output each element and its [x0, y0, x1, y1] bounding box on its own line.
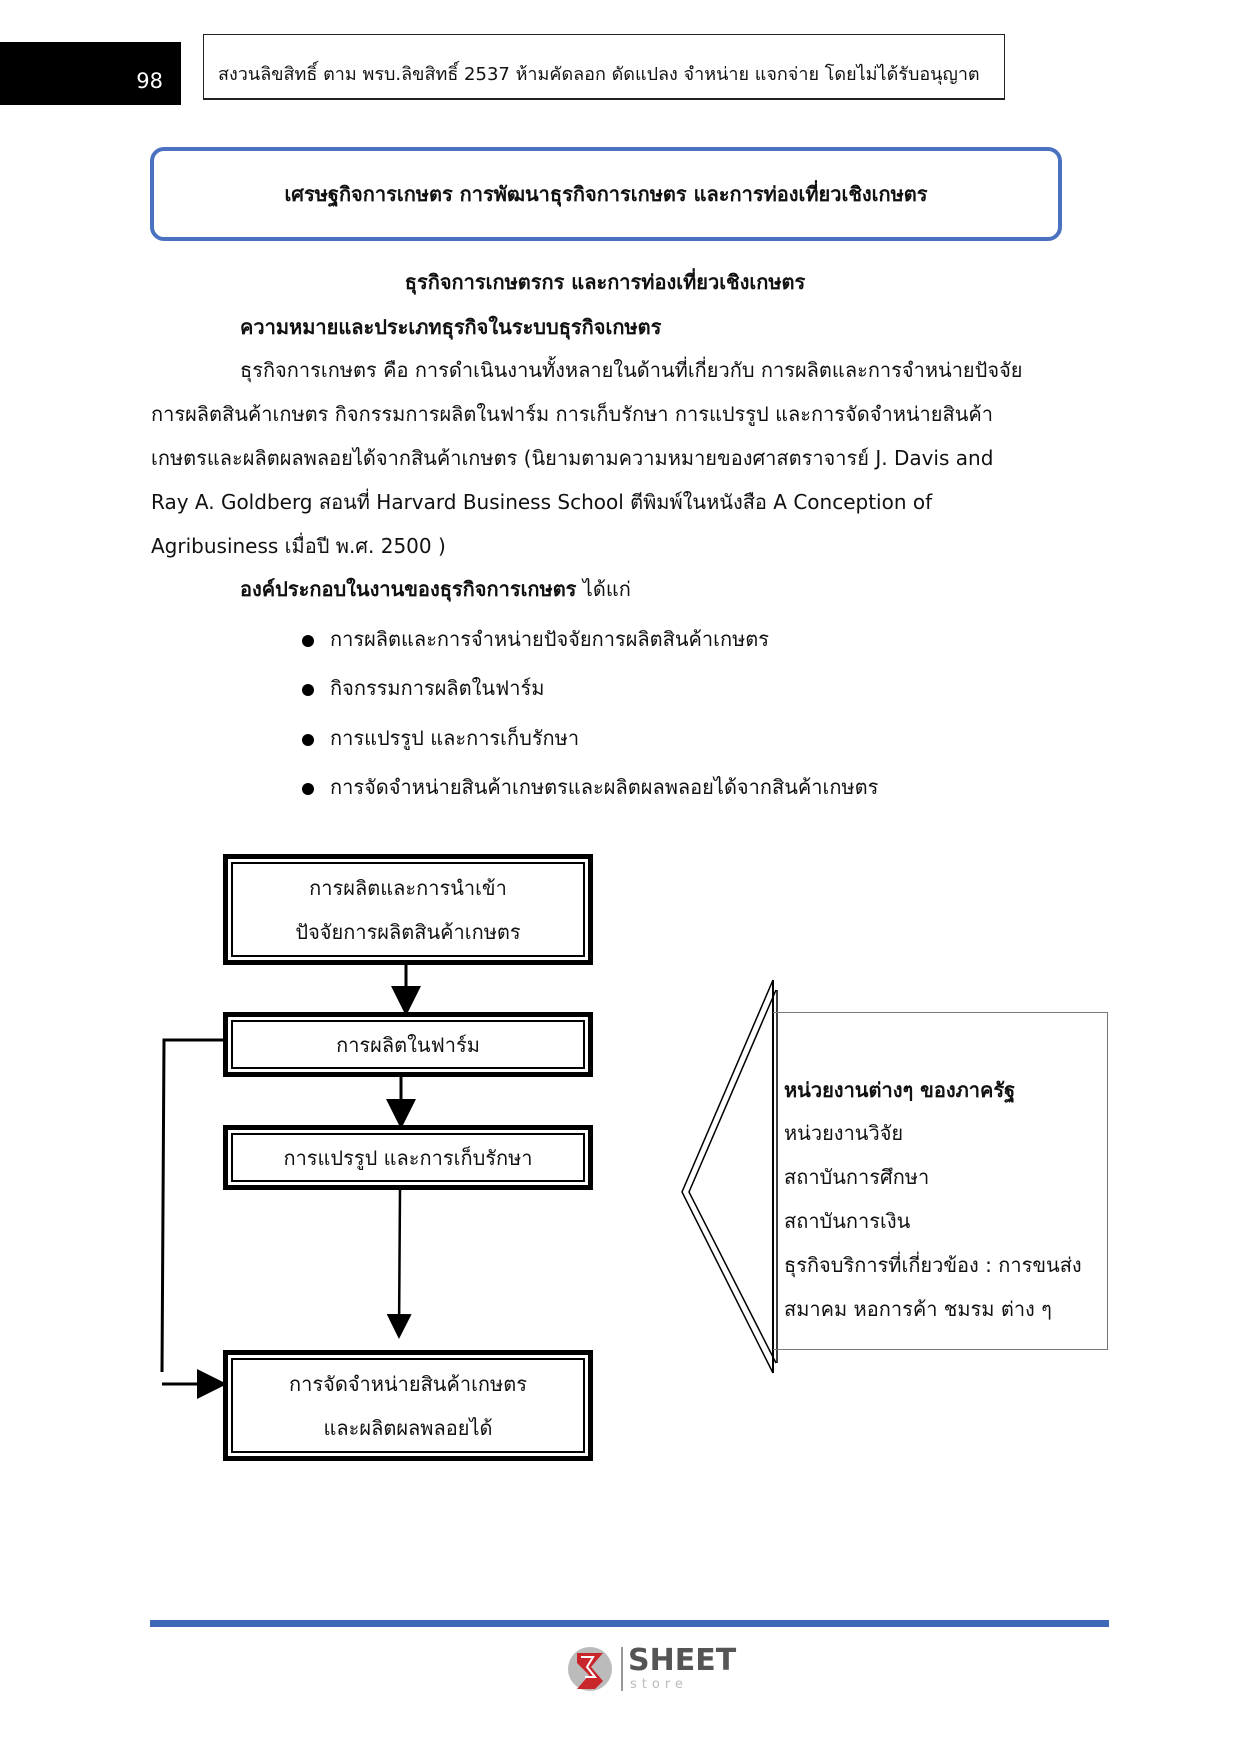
support-item: หน่วยงานวิจัย	[784, 1121, 904, 1145]
footer-divider	[150, 1620, 1109, 1627]
bullet-icon	[302, 733, 314, 746]
page-number: 98	[0, 42, 181, 105]
flow-box-inputs: การผลิตและการนำเข้าปัจจัยการผลิตสินค้าเก…	[223, 854, 593, 965]
brace-inner	[688, 989, 777, 1364]
support-item: สถาบันการเงิน	[784, 1209, 911, 1233]
logo-text: SHEET	[628, 1643, 737, 1678]
sheet-store-logo: SHEET store	[565, 1643, 745, 1695]
paragraph-line: ธุรกิจการเกษตร คือ การดำเนินงานทั้งหลายใ…	[240, 358, 1023, 382]
arrow-3-4	[386, 1189, 412, 1339]
paragraph-line: การผลิตสินค้าเกษตร กิจกรรมการผลิตในฟาร์ม…	[151, 402, 993, 426]
copyright-header: สงวนลิขสิทธิ์ ตาม พรบ.ลิขสิทธิ์ 2537 ห้า…	[203, 34, 1005, 100]
support-item: สถาบันการศึกษา	[784, 1165, 930, 1189]
flow-box-distribution: การจัดจำหน่ายสินค้าเกษตรและผลิตผลพลอยได้	[223, 1350, 593, 1461]
flow-box-text: การผลิตในฟาร์ม	[336, 1032, 480, 1057]
list-item: การผลิตและการจำหน่ายปัจจัยการผลิตสินค้าเ…	[302, 623, 769, 655]
list-item: การจัดจำหน่ายสินค้าเกษตรและผลิตผลพลอยได้…	[302, 771, 878, 803]
flow-box-farm: การผลิตในฟาร์ม	[223, 1012, 593, 1077]
flow-box-processing: การแปรรูป และการเก็บรักษา	[223, 1125, 593, 1190]
list-item: การแปรรูป และการเก็บรักษา	[302, 722, 579, 754]
components-heading: องค์ประกอบในงานของธุรกิจการเกษตร	[240, 577, 577, 601]
flow-box-text: การจัดจำหน่ายสินค้าเกษตร	[289, 1371, 527, 1396]
flow-box-text: และผลิตผลพลอยได้	[323, 1415, 493, 1440]
paragraph-line: เกษตรและผลิตผลพลอยได้จากสินค้าเกษตร (นิย…	[151, 446, 994, 470]
paragraph-line: Agribusiness เมื่อปี พ.ศ. 2500 )	[151, 534, 446, 558]
components-heading-line: องค์ประกอบในงานของธุรกิจการเกษตร ได้แก่	[240, 573, 631, 605]
support-item: ธุรกิจบริการที่เกี่ยวข้อง : การขนส่ง	[784, 1253, 1082, 1277]
flow-box-text: ปัจจัยการผลิตสินค้าเกษตร	[295, 919, 521, 944]
list-item-text: การจัดจำหน่ายสินค้าเกษตรและผลิตผลพลอยได้…	[330, 775, 879, 799]
list-item-text: การแปรรูป และการเก็บรักษา	[330, 726, 580, 750]
logo-s-icon	[568, 1647, 612, 1691]
paragraph-line: Ray A. Goldberg สอนที่ Harvard Business …	[151, 490, 933, 514]
subtitle: ธุรกิจการเกษตรกร และการท่องเที่ยวเชิงเกษ…	[404, 270, 806, 294]
bypass-line	[160, 1038, 223, 1373]
list-item-text: การผลิตและการจำหน่ายปัจจัยการผลิตสินค้าเ…	[330, 627, 770, 651]
flow-box-text: การแปรรูป และการเก็บรักษา	[283, 1145, 533, 1170]
flow-box-text: การผลิตและการนำเข้า	[309, 875, 507, 900]
support-item: สมาคม หอการค้า ชมรม ต่าง ๆ	[784, 1297, 1052, 1321]
brace-outer	[681, 979, 774, 1374]
chapter-title: เศรษฐกิจการเกษตร การพัฒนาธุรกิจการเกษตร …	[150, 147, 1062, 241]
support-heading: หน่วยงานต่างๆ ของภาครัฐ	[784, 1078, 1016, 1102]
list-item: กิจกรรมการผลิตในฟาร์ม	[302, 672, 544, 704]
logo-subtext: store	[630, 1677, 688, 1692]
section-heading: ความหมายและประเภทธุรกิจในระบบธุรกิจเกษตร	[240, 315, 662, 339]
bullet-icon	[302, 683, 314, 696]
list-item-text: กิจกรรมการผลิตในฟาร์ม	[330, 676, 545, 700]
logo-separator	[621, 1647, 623, 1691]
bullet-icon	[302, 634, 314, 647]
support-box	[773, 1012, 1108, 1350]
components-suffix: ได้แก่	[576, 577, 631, 601]
bullet-icon	[302, 782, 314, 795]
